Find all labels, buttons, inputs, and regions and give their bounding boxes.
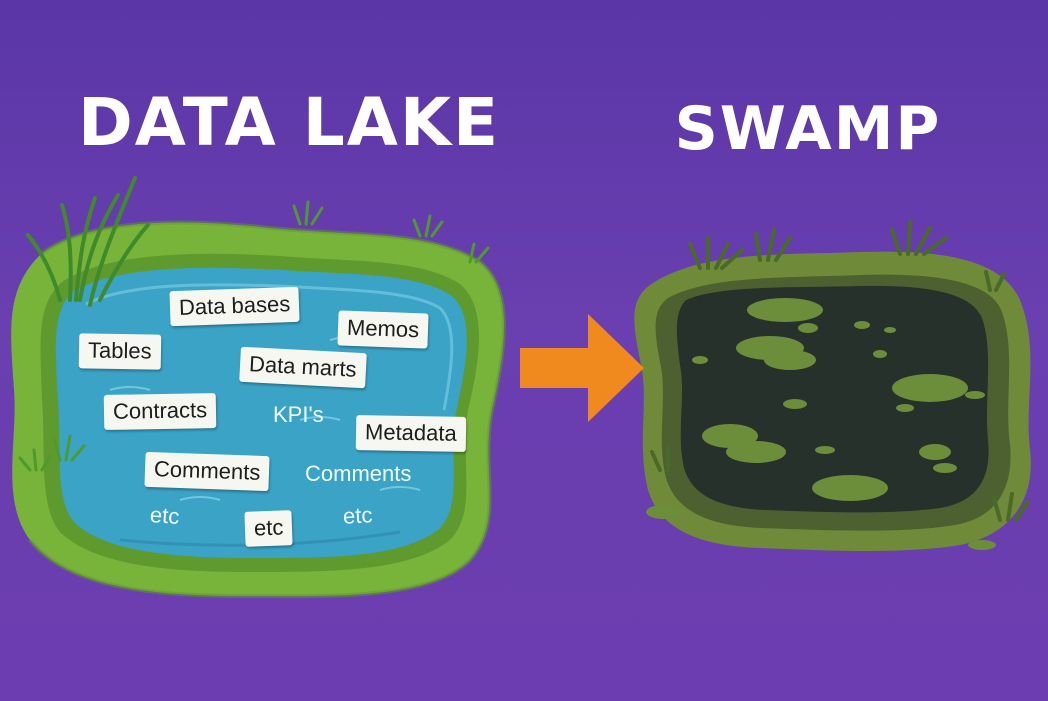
etc-right-label: etc bbox=[342, 502, 373, 529]
grass-icon bbox=[26, 176, 150, 307]
etc-left-label: etc bbox=[149, 502, 181, 529]
data-bases-label: Data bases bbox=[169, 286, 300, 327]
contracts-label: Contracts bbox=[103, 393, 217, 430]
swamp-title: SWAMP bbox=[674, 94, 942, 164]
tables-label: Tables bbox=[78, 333, 161, 370]
etc-card-label: etc bbox=[244, 510, 293, 547]
arrow-right-icon bbox=[520, 314, 644, 422]
comments-card-label: Comments bbox=[144, 451, 270, 492]
data-marts-label: Data marts bbox=[239, 346, 367, 389]
data-lake-title: DATA LAKE bbox=[78, 84, 501, 161]
memos-label: Memos bbox=[337, 310, 429, 349]
metadata-label: Metadata bbox=[355, 415, 467, 452]
kpis-label: KPI's bbox=[273, 402, 324, 427]
lily-pad-icon bbox=[646, 298, 996, 550]
comments-loose-label: Comments bbox=[305, 461, 412, 486]
